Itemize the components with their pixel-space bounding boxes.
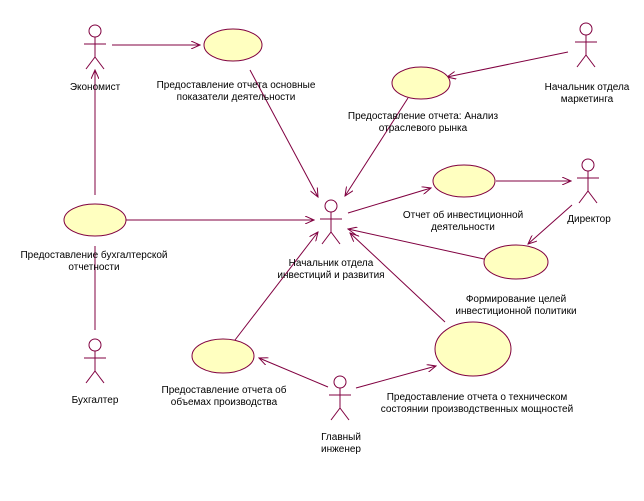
usecase-investment-report <box>432 164 496 198</box>
actor-marketing-head <box>575 22 597 68</box>
edge-chief-engineer-to-production-volume <box>259 358 329 388</box>
edge-policy-goals-to-investment-head <box>348 229 485 260</box>
usecase-label-industry-market: Предоставление отчета: Анализ отраслевог… <box>347 111 499 134</box>
edge-investment-head-to-investment-report <box>347 188 431 214</box>
actor-label-economist: Экономист <box>69 82 121 93</box>
usecase-key-indicators <box>203 28 263 62</box>
edge-industry-market-to-investment-head <box>345 97 409 196</box>
usecase-production-volume <box>191 338 255 374</box>
usecase-industry-market <box>391 66 451 100</box>
edge-marketing-head-to-industry-market <box>447 51 569 77</box>
actor-label-chief-engineer: Главный инженер <box>320 432 362 455</box>
edge-key-indicators-to-investment-head <box>249 69 318 197</box>
actor-label-investment-head: Начальник отдела инвестиций и развития <box>277 258 385 281</box>
actor-label-accountant: Бухгалтер <box>71 395 119 406</box>
usecase-policy-goals <box>483 244 549 280</box>
usecase-label-policy-goals: Формирование целей инвестиционной полити… <box>455 294 577 317</box>
actor-accountant <box>84 338 106 384</box>
actor-investment-head <box>320 199 342 245</box>
actor-label-marketing-head: Начальник отдела маркетинга <box>544 82 630 105</box>
edge-director-to-policy-goals <box>528 204 573 244</box>
usecase-label-accounting: Предоставление бухгалтерской отчетности <box>20 250 168 273</box>
actor-economist <box>84 24 106 70</box>
edge-chief-engineer-to-technical-state <box>355 366 436 389</box>
actor-label-director: Директор <box>567 214 611 225</box>
usecase-label-key-indicators: Предоставление отчета основные показател… <box>156 80 316 103</box>
actor-director <box>577 158 599 204</box>
usecase-accounting <box>63 203 127 237</box>
actor-chief-engineer <box>329 375 351 421</box>
usecase-label-production-volume: Предоставление отчета об объемах произво… <box>161 385 287 408</box>
usecase-label-technical-state: Предоставление отчета о техническом сост… <box>380 392 574 415</box>
usecase-technical-state <box>434 321 512 377</box>
edge-technical-state-to-investment-head <box>350 233 446 323</box>
edge-production-volume-to-investment-head <box>234 232 318 341</box>
usecase-label-investment-report: Отчет об инвестиционной деятельности <box>402 210 524 233</box>
